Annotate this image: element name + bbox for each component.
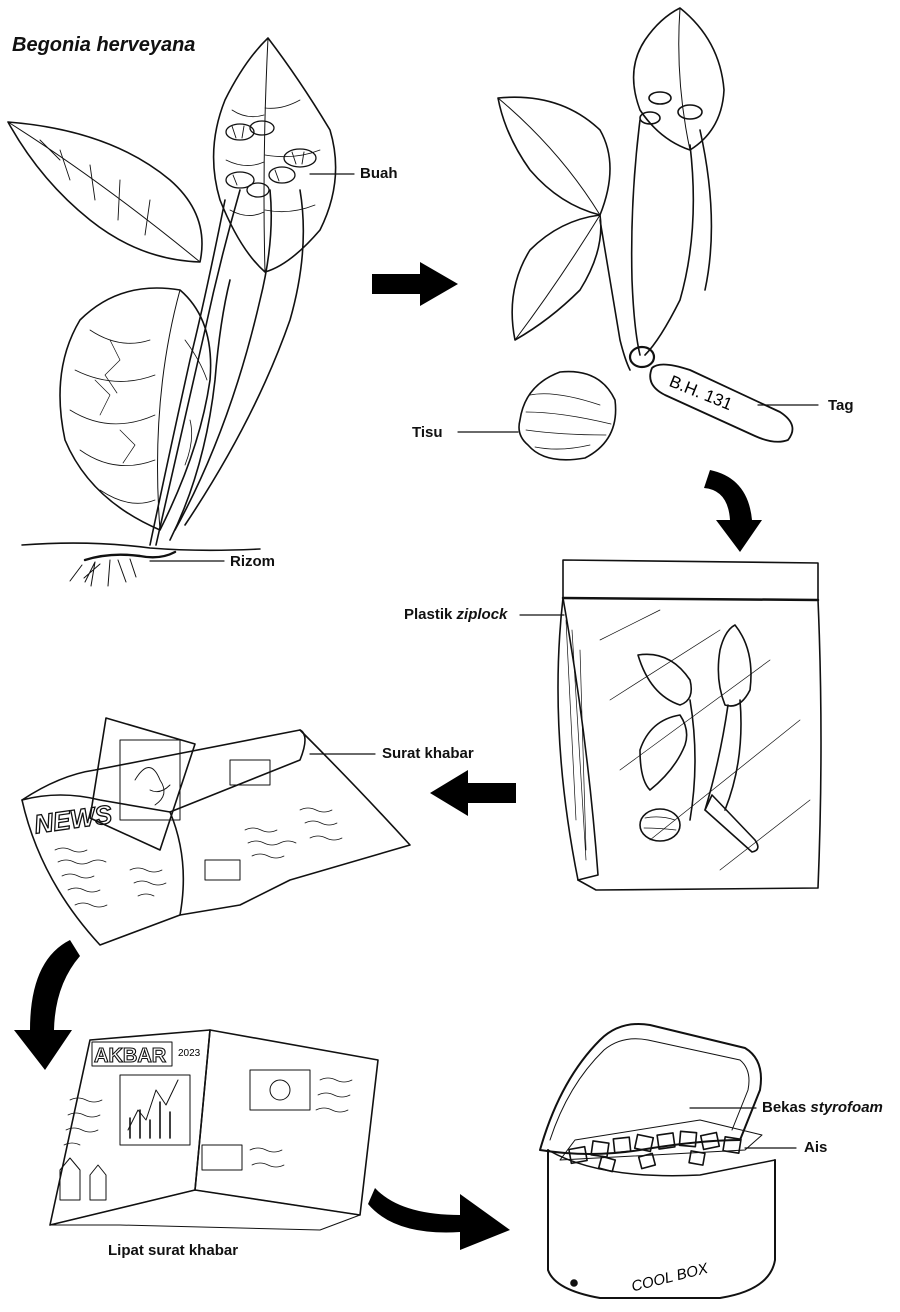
folded-masthead-text: AKBAR xyxy=(94,1045,167,1067)
label-bekas: Bekas xyxy=(762,1099,806,1116)
coolbox-illustration xyxy=(540,1024,796,1298)
tagged-specimen-illustration xyxy=(458,8,818,460)
label-plastik: Plastik xyxy=(404,606,452,623)
label-buah: Buah xyxy=(360,165,398,183)
arrow-down-curved xyxy=(704,470,762,552)
coolbox-text: COOL BOX xyxy=(630,1260,711,1296)
folded-year-text: 2023 xyxy=(178,1048,201,1059)
tag-code-text: B.H. 131 xyxy=(667,372,735,414)
label-ziplock: ziplock xyxy=(457,606,508,623)
label-tag: Tag xyxy=(828,397,854,415)
ziplock-bag-illustration xyxy=(520,560,821,890)
label-ais: Ais xyxy=(804,1139,827,1157)
label-rizom: Rizom xyxy=(230,553,275,571)
label-lipat-surat-khabar: Lipat surat khabar xyxy=(108,1242,238,1260)
arrow-right-curved xyxy=(368,1188,510,1250)
label-surat-khabar: Surat khabar xyxy=(382,745,474,763)
label-bekas-styrofoam: Bekas styrofoam xyxy=(762,1099,883,1117)
arrow-right-1 xyxy=(372,262,458,306)
newspaper-masthead-text: NEWS xyxy=(32,799,114,840)
plant-illustration xyxy=(8,38,354,586)
label-plastik-ziplock: Plastik ziplock xyxy=(404,606,507,624)
arrow-left xyxy=(430,770,516,816)
arrow-down-left-curved xyxy=(14,940,80,1070)
label-styrofoam: styrofoam xyxy=(810,1099,883,1116)
label-tisu: Tisu xyxy=(412,424,443,442)
